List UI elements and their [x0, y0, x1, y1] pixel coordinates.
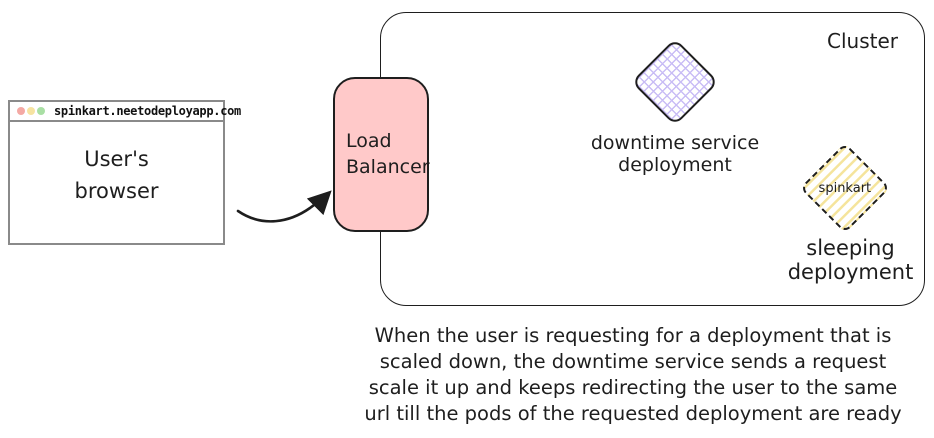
browser-titlebar: spinkart.neetodeployapp.com — [10, 102, 241, 122]
user-browser-window: spinkart.neetodeployapp.com User's brows… — [8, 100, 241, 245]
load-balancer-box: Load Balancer — [333, 77, 430, 232]
user-browser-label: User's browser — [74, 147, 159, 203]
cluster-label: Cluster — [827, 29, 898, 53]
window-minimize-dot-icon — [27, 107, 35, 115]
downtime-service-label: downtime service deployment — [590, 132, 760, 177]
load-balancer-label: Load Balancer — [346, 129, 430, 178]
arrow-connector-icon — [236, 190, 332, 223]
browser-content: User's browser — [10, 122, 223, 207]
diagram-caption: When the user is requesting for a deploy… — [364, 324, 902, 425]
sleeping-deployment-label: sleeping deployment — [787, 236, 914, 284]
window-close-dot-icon — [17, 107, 25, 115]
browser-url: spinkart.neetodeployapp.com — [54, 104, 241, 118]
window-maximize-dot-icon — [37, 107, 45, 115]
spinkart-pod-label: spinkart — [818, 180, 872, 196]
